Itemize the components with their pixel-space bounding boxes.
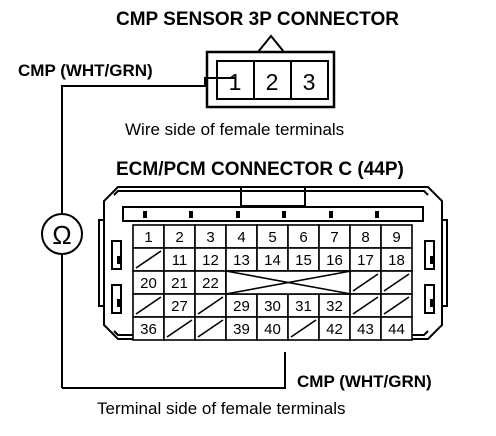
cmp-terminal-label: 2 <box>266 69 279 95</box>
meter-wires <box>61 77 286 389</box>
ecm-terminal-label: 15 <box>295 252 312 269</box>
blank-cell-slash <box>383 273 410 292</box>
ecm-terminal-label: 21 <box>171 275 188 292</box>
ecm-terminal-label: 29 <box>233 298 250 315</box>
cmp-terminal-label: 3 <box>303 69 316 95</box>
ecm-terminal-label: 30 <box>264 298 281 315</box>
ecm-terminal-label: 27 <box>171 298 188 315</box>
ecm-terminal-label: 9 <box>392 229 400 246</box>
ecm-center-cross <box>225 270 352 295</box>
ecm-terminal-label: 12 <box>202 252 219 269</box>
blank-cell-slash <box>135 250 162 269</box>
ecm-terminal-label: 39 <box>233 321 250 338</box>
blank-cell-slash <box>135 296 162 315</box>
cmp-terminal-label: 1 <box>229 69 242 95</box>
ecm-terminal-cell <box>380 316 413 341</box>
ohm-symbol: Ω <box>52 220 71 250</box>
cmp-connector-title: CMP SENSOR 3P CONNECTOR <box>116 9 399 30</box>
ecm-terminal-label: 20 <box>140 275 157 292</box>
ecm-terminal-label: 44 <box>388 321 405 338</box>
ecm-latch-notches <box>117 211 434 307</box>
blank-cell-slash <box>383 296 410 315</box>
blank-cell-slash <box>166 319 193 338</box>
ecm-connector-title: ECM/PCM CONNECTOR C (44P) <box>116 159 404 180</box>
ecm-terminal-label: 32 <box>326 298 343 315</box>
ecm-terminal-label: 2 <box>175 229 183 246</box>
wire-side-caption: Wire side of female terminals <box>125 120 345 139</box>
ecm-terminal-label: 5 <box>268 229 276 246</box>
blank-cell-slash <box>290 319 317 338</box>
ecm-terminal-label: 11 <box>172 252 188 269</box>
ecm-terminal-label: 13 <box>233 252 250 269</box>
ecm-terminal-label: 7 <box>330 229 338 246</box>
blank-cell-slash <box>197 319 224 338</box>
ecm-terminal-label: 17 <box>357 252 374 269</box>
ecm-terminal-label: 3 <box>206 229 214 246</box>
blank-cell-slash <box>352 296 379 315</box>
blank-cell-slash <box>197 296 224 315</box>
cmp-wire-label-bottom: CMP (WHT/GRN) <box>297 372 432 391</box>
ecm-terminal-label: 31 <box>295 298 312 315</box>
ecm-connector-housing <box>98 186 448 340</box>
cmp-sensor-connector: 1 2 3 <box>205 34 336 109</box>
ecm-terminal-label: 14 <box>264 252 281 269</box>
ecm-terminal-label: 1 <box>144 229 152 246</box>
ecm-terminal-label: 16 <box>326 252 343 269</box>
blank-cell-slash <box>352 273 379 292</box>
ecm-terminal-label: 40 <box>264 321 281 338</box>
ecm-terminal-label: 36 <box>140 321 157 338</box>
ohmmeter-icon: Ω <box>41 213 83 255</box>
ecm-terminal-label: 18 <box>388 252 405 269</box>
ecm-terminal-label: 22 <box>202 275 219 292</box>
ecm-terminal-label: 4 <box>237 229 245 246</box>
cmp-wire-label-top: CMP (WHT/GRN) <box>18 61 153 80</box>
ecm-terminal-label: 42 <box>326 321 343 338</box>
ecm-terminal-label: 43 <box>357 321 374 338</box>
ecm-terminal-label: 6 <box>299 229 307 246</box>
terminal-side-caption: Terminal side of female terminals <box>97 399 346 418</box>
ecm-terminal-label: 8 <box>361 229 369 246</box>
